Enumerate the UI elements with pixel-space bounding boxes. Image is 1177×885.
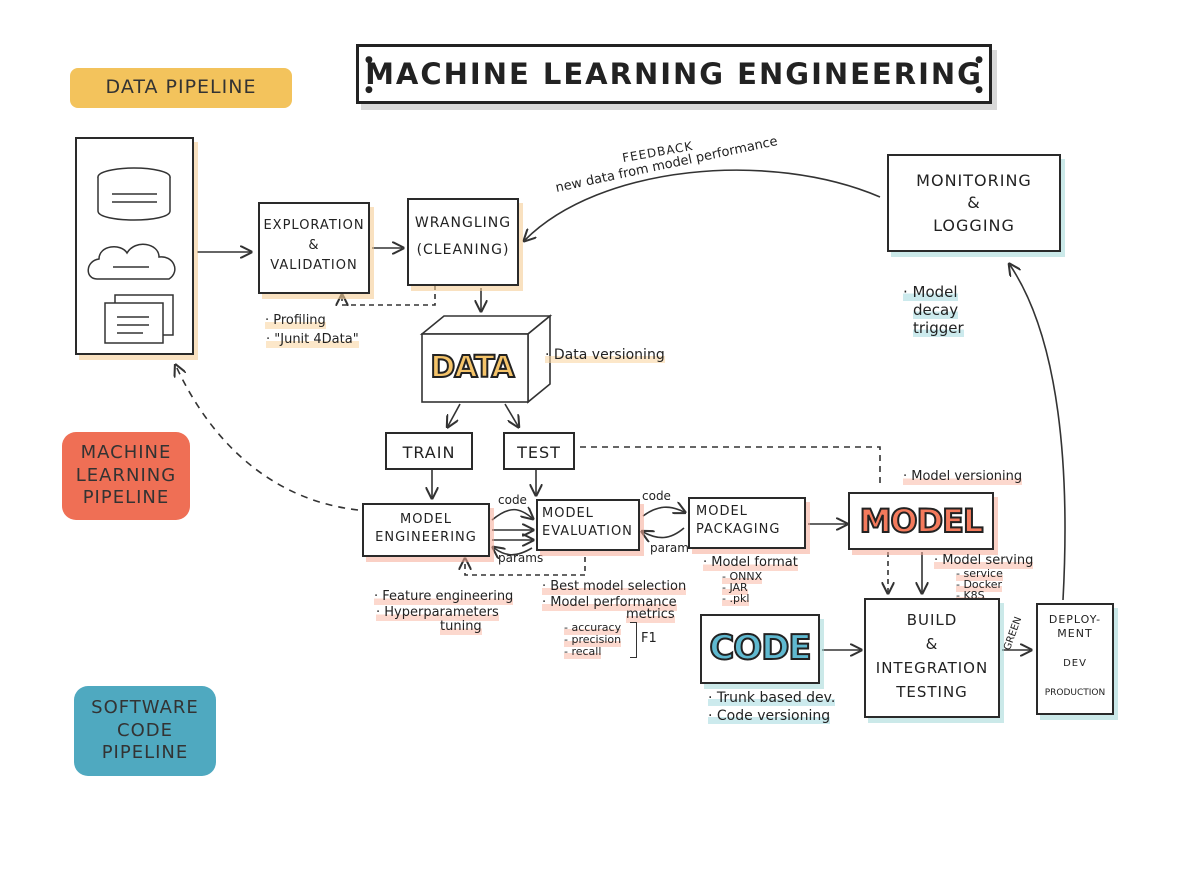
arrow-modeleng-evaluation: [491, 510, 532, 520]
wrangling-label: WRANGLING (CLEANING): [414, 215, 512, 258]
label-param-2: param: [650, 541, 689, 555]
note-metrics: metrics: [626, 607, 675, 623]
model-engineering-label: MODEL ENGINEERING: [375, 512, 477, 545]
title-plaque: ● ● ● ● MACHINE LEARNING ENGINEERING: [356, 44, 992, 104]
train-box: TRAIN: [385, 432, 473, 470]
arrow-feedback: [525, 169, 881, 240]
legend-data-pipeline: DATA PIPELINE: [70, 68, 292, 108]
note-decay-3: trigger: [913, 319, 964, 338]
note-hyperparams: · Hyperparameters: [376, 605, 499, 621]
data-cube: [419, 314, 553, 404]
note-decay-1: · Model: [903, 283, 958, 302]
arrow-test-model-dashed: [580, 446, 881, 488]
label-code-1: code: [498, 493, 527, 507]
note-tuning: tuning: [440, 619, 482, 635]
screw-icon: ●: [975, 55, 983, 65]
legend-code-pipeline: SOFTWARE CODE PIPELINE: [74, 686, 216, 776]
model-evaluation-label: MODEL EVALUATION: [542, 506, 633, 539]
label-params-1: params: [498, 551, 544, 565]
arrow-evaluation-packaging: [642, 507, 684, 517]
note-onnx: - ONNX: [722, 570, 763, 584]
arrow-wrangling-exploration-dashed: [342, 285, 436, 305]
note-junit: · "Junit 4Data": [266, 332, 359, 348]
arrow-modeleng-sources-dashed: [176, 366, 359, 511]
label-code-2: code: [642, 489, 671, 503]
model-label: MODEL: [859, 501, 985, 541]
note-service: - service: [956, 567, 1003, 581]
note-model-format: · Model format: [703, 555, 798, 571]
deployment-box: DEPLOY- MENT DEV PRODUCTION: [1036, 603, 1114, 715]
arrow-deployment-monitoring: [1010, 265, 1066, 601]
arrow-data-test: [504, 403, 518, 426]
data-label: DATA: [429, 349, 515, 386]
note-trunk: · Trunk based dev.: [708, 690, 836, 707]
data-sources-box: [75, 137, 194, 355]
model-packaging-box: MODEL PACKAGING: [688, 497, 806, 549]
documents-icon: [104, 294, 174, 344]
deployment-dev-label: DEV: [1063, 658, 1087, 669]
note-docker: - Docker: [956, 578, 1002, 592]
test-label: TEST: [517, 443, 561, 462]
deployment-prod-label: PRODUCTION: [1044, 688, 1106, 698]
monitoring-label: MONITORING & LOGGING: [916, 171, 1032, 235]
arrow-evaluation-modeleng-dashed: [465, 557, 586, 576]
model-box: MODEL: [848, 492, 994, 550]
note-recall: - recall: [564, 645, 602, 659]
page-title: MACHINE LEARNING ENGINEERING: [365, 57, 983, 91]
note-pkl: - .pkl: [722, 592, 750, 606]
f1-bracket: [630, 622, 637, 658]
note-profiling: · Profiling: [265, 313, 326, 329]
wrangling-box: WRANGLING (CLEANING): [407, 198, 519, 286]
data-sources-icons: [87, 167, 176, 344]
model-engineering-box: MODEL ENGINEERING: [362, 503, 490, 557]
build-box: BUILD & INTEGRATION TESTING: [864, 598, 1000, 718]
test-box: TEST: [503, 432, 575, 470]
note-accuracy: - accuracy: [564, 621, 622, 635]
screw-icon: ●: [365, 85, 373, 95]
arrow-data-train: [448, 403, 461, 426]
deployment-label: DEPLOY- MENT: [1048, 613, 1102, 641]
note-best-model: · Best model selection: [542, 579, 687, 595]
note-code-versioning: · Code versioning: [708, 708, 831, 725]
note-precision: - precision: [564, 633, 622, 647]
monitoring-box: MONITORING & LOGGING: [887, 154, 1061, 252]
note-model-serving: · Model serving: [934, 553, 1034, 569]
note-data-versioning: · Data versioning: [545, 347, 665, 364]
build-label: BUILD & INTEGRATION TESTING: [875, 611, 989, 701]
exploration-validation-box: EXPLORATION & VALIDATION: [258, 202, 370, 294]
code-label: CODE: [708, 627, 812, 669]
legend-ml-pipeline: MACHINE LEARNING PIPELINE: [62, 432, 190, 520]
database-icon: [97, 167, 171, 221]
note-model-versioning: · Model versioning: [903, 469, 1023, 485]
train-label: TRAIN: [402, 443, 456, 462]
cloud-icon: [87, 243, 176, 280]
note-jar: - JAR: [722, 581, 748, 595]
model-packaging-label: MODEL PACKAGING: [696, 504, 781, 537]
code-box: CODE: [700, 614, 820, 684]
model-evaluation-box: MODEL EVALUATION: [536, 499, 640, 551]
note-decay-2: decay: [913, 301, 959, 320]
note-model-perf: · Model performance: [542, 595, 677, 611]
screw-icon: ●: [975, 85, 983, 95]
exploration-label: EXPLORATION & VALIDATION: [263, 218, 365, 274]
note-f1: F1: [641, 631, 657, 646]
screw-icon: ●: [365, 55, 373, 65]
note-feature-eng: · Feature engineering: [374, 589, 514, 605]
